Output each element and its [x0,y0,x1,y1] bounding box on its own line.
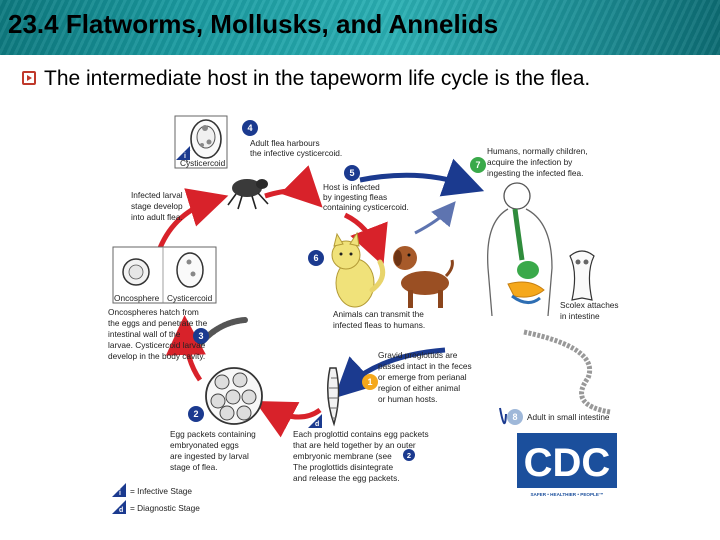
step-marker-3: 3 [193,328,209,344]
slide-title: 23.4 Flatworms, Mollusks, and Annelids [8,9,499,39]
step-marker-2: 2 [188,406,204,422]
cycle-arrow-flea-to-host [264,165,323,208]
label-oncosphere: Oncosphere [114,293,160,303]
infective-marker-top: i [176,146,190,160]
cycle-arrow-flea-to-human [359,158,485,197]
label-step8: Adult in small intestine [527,412,610,422]
label-proglottid: Each proglottid contains egg packets tha… [293,429,431,483]
legend-infective-icon: i [112,483,126,497]
label-scolex: Scolex attaches in intestine [560,300,621,321]
oncosphere-panel [112,246,217,304]
step-marker-6: 6 [308,250,324,266]
svg-text:d: d [119,507,123,514]
label-cysticercoid-mid: Cysticercoid [167,293,213,303]
svg-text:7: 7 [475,160,480,170]
svg-text:1: 1 [367,377,372,387]
diagnostic-marker-proglottid: d [308,414,322,428]
svg-text:2: 2 [407,451,411,460]
proglottid-illustration [327,367,340,427]
scolex-illustration [569,250,595,301]
cycle-arrow-scolex-back [499,407,507,424]
label-step6: Animals can transmit the infected fleas … [333,309,426,330]
step-marker-5: 5 [344,165,360,181]
label-step3: Oncospheres hatch from the eggs and pene… [108,307,210,361]
svg-text:i: i [184,153,186,160]
cdc-logo-text: CDC [524,441,611,485]
step-marker-8: 8 [507,409,523,425]
bullet-point: The intermediate host in the tapeworm li… [22,66,702,92]
cycle-arrow-host-to-animal [343,212,388,266]
cdc-logo-tagline: SAFER • HEALTHIER • PEOPLE™ [530,492,603,497]
label-step2: Egg packets containing embryonated eggs … [170,429,258,472]
label-cysticercoid-top: Cysticercoid [180,158,226,168]
human-body-illustration [487,182,553,317]
svg-text:6: 6 [313,253,318,263]
cycle-arrow-egg-to-oncosphere [165,315,206,382]
egg-packet-illustration [205,367,263,425]
label-step4: Adult flea harbours the infective cystic… [250,138,342,158]
svg-text:2: 2 [193,409,198,419]
cycle-arrow-human-to-proglottid [334,347,446,399]
label-step5: Host is infected by ingesting fleas cont… [323,182,409,212]
legend-infective-label: = Infective Stage [130,486,192,496]
label-step1: Gravid proglottids are passed intact in … [378,350,474,404]
cycle-arrow-proglottid-to-eggs [254,400,322,438]
step-marker-2-inline: 2 [403,449,415,461]
step-marker-1: 1 [362,374,378,390]
svg-text:5: 5 [349,168,354,178]
svg-text:4: 4 [247,123,252,133]
bullet-arrow-icon [22,71,36,85]
legend-diagnostic-label: = Diagnostic Stage [130,503,200,513]
step-marker-7: 7 [470,157,486,173]
legend: i = Infective Stage d = Diagnostic Stage [112,483,200,514]
legend-diagnostic-icon: d [112,500,126,514]
adult-tapeworm-illustration [523,329,611,415]
dog-illustration [393,246,454,308]
label-larval-stage: Infected larval stage develop into adult… [131,190,185,222]
svg-text:d: d [315,421,319,428]
cysticercoid-top-illustration [174,115,228,169]
title-bar: 23.4 Flatworms, Mollusks, and Annelids [0,0,720,55]
bullet-text: The intermediate host in the tapeworm li… [44,67,591,90]
flea-illustration [227,179,269,210]
svg-text:i: i [119,490,121,497]
cycle-arrow-animal-up [414,201,456,235]
step-marker-4: 4 [242,120,258,136]
cdc-logo: CDC SAFER • HEALTHIER • PEOPLE™ [517,433,617,497]
label-step7: Humans, normally children, acquire the i… [487,146,590,178]
svg-text:3: 3 [198,331,203,341]
svg-text:8: 8 [512,412,517,422]
cycle-arrow-larva-to-flea [157,188,229,249]
cat-illustration [331,231,386,308]
